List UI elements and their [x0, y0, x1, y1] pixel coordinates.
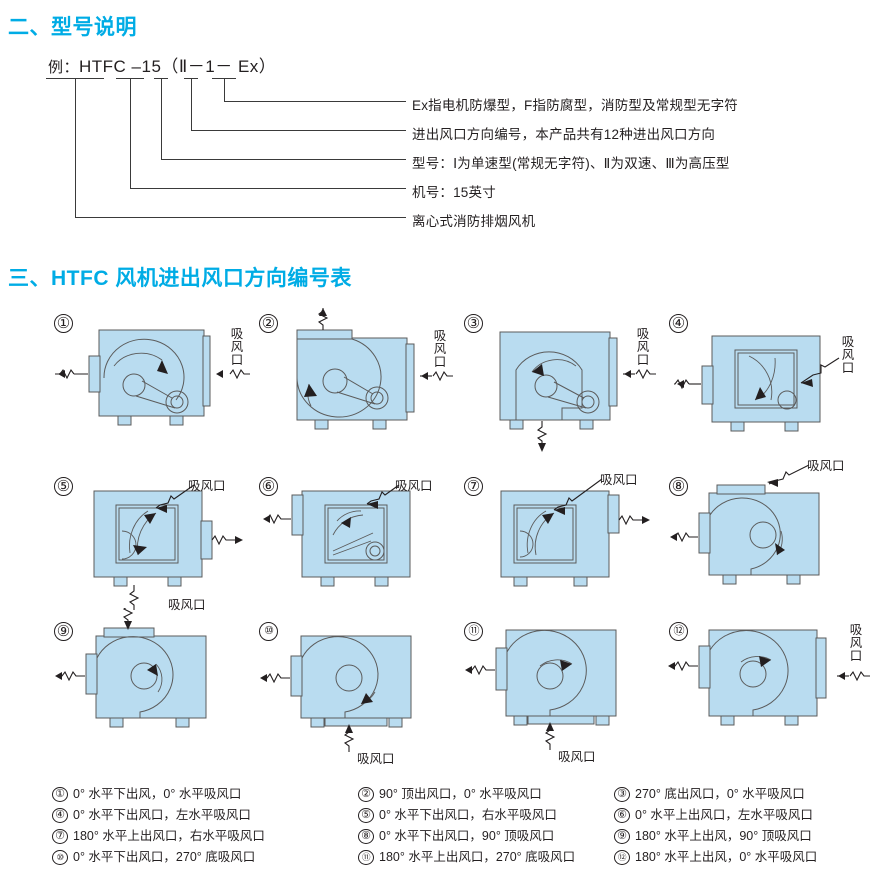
diagram-10: ⑩ 吸风口 [249, 608, 471, 766]
diagram-number-5: ⑤ [54, 477, 73, 496]
diagram-number-4: ④ [669, 314, 688, 333]
inlet-label-1: 吸风口 [230, 327, 244, 367]
diagram-5: ⑤ [44, 463, 266, 618]
diagram-number-7: ⑦ [464, 477, 483, 496]
legend-item: ⑨ 180° 水平上出风，90° 顶吸风口 [614, 826, 817, 847]
example-label: 例： [48, 59, 80, 76]
diagram-1: ① 吸风口 [44, 308, 266, 463]
inlet-label-2: 吸风口 [433, 329, 447, 369]
callout-size: 机号：15英寸 [412, 185, 496, 200]
leader-horizontal-type [161, 159, 406, 160]
diagram-12: ⑫ 吸风口 [659, 608, 881, 763]
legend-text: 90° 顶出风口，0° 水平吸风口 [379, 787, 542, 801]
diagram-2: ② [249, 308, 471, 463]
legend-text: 0° 水平下出风口，右水平吸风口 [379, 808, 557, 822]
leader-vertical-type [161, 78, 162, 159]
leader-vertical-size [130, 78, 131, 188]
diagram-7: ⑦ 吸风口 [454, 463, 676, 618]
inlet-label-3: 吸风口 [636, 327, 650, 367]
legend-item: ⑫ 180° 水平上出风，0° 水平吸风口 [614, 847, 817, 868]
leader-vertical-ex [224, 78, 225, 101]
diagram-number-6: ⑥ [259, 477, 278, 496]
diagram-9: ⑨ 吸风口 [44, 598, 266, 763]
legend-text: 0° 水平下出风口，90° 顶吸风口 [379, 829, 555, 843]
legend-item: ② 90° 顶出风口，0° 水平吸风口 [358, 784, 575, 805]
legend-text: 180° 水平上出风，90° 顶吸风口 [635, 829, 812, 843]
diagram-4: ④ 吸风口 [659, 308, 881, 463]
inlet-label-4: 吸风口 [841, 335, 855, 375]
diagram-number-3: ③ [464, 314, 483, 333]
legend-item: ⑥ 0° 水平上出风口，左水平吸风口 [614, 805, 817, 826]
legend-number: ④ [52, 808, 68, 823]
leader-vertical-dir [191, 78, 192, 130]
legend-number: ⑤ [358, 808, 374, 823]
diagram-11: ⑪ 吸风口 [454, 608, 676, 764]
leader-horizontal-dir [191, 130, 406, 131]
legend-number: ⑩ [52, 850, 68, 865]
diagram-number-9: ⑨ [54, 622, 73, 641]
inlet-label-11: 吸风口 [558, 750, 596, 764]
inlet-label-9: 吸风口 [168, 598, 206, 612]
legend-item: ⑪ 180° 水平上出风口，270° 底吸风口 [358, 847, 575, 868]
diagram-number-2: ② [259, 314, 278, 333]
diagram-number-11: ⑪ [464, 622, 483, 641]
leader-horizontal-ex [224, 101, 406, 102]
inlet-label-7: 吸风口 [600, 473, 638, 487]
diagram-3: ③ [454, 308, 676, 463]
legend-number: ③ [614, 787, 630, 802]
legend-number: ⑥ [614, 808, 630, 823]
callout-dir: 进出风口方向编号，本产品共有12种进出风口方向 [412, 127, 716, 142]
legend-column-2: ② 90° 顶出风口，0° 水平吸风口 ⑤ 0° 水平下出风口，右水平吸风口 ⑧… [358, 784, 575, 868]
example-code: HTFC –15（Ⅱ－1－ Ex） [79, 57, 277, 76]
legend-item: ① 0° 水平下出风，0° 水平吸风口 [52, 784, 265, 805]
inlet-label-6: 吸风口 [395, 479, 433, 493]
legend-text: 180° 水平上出风口，270° 底吸风口 [379, 850, 576, 864]
model-designation-block: 例：HTFC –15（Ⅱ－1－ Ex） Ex指电机防爆型，F指防腐型，消防型及常… [0, 52, 890, 237]
legend-text: 0° 水平下出风，0° 水平吸风口 [73, 787, 242, 801]
leader-horizontal-name [75, 217, 406, 218]
legend-item: ③ 270° 底出风口，0° 水平吸风口 [614, 784, 817, 805]
legend-text: 270° 底出风口，0° 水平吸风口 [635, 787, 805, 801]
legend-number: ① [52, 787, 68, 802]
legend-text: 0° 水平下出风口，左水平吸风口 [73, 808, 251, 822]
legend-column-3: ③ 270° 底出风口，0° 水平吸风口 ⑥ 0° 水平上出风口，左水平吸风口 … [614, 784, 817, 868]
diagram-number-8: ⑧ [669, 477, 688, 496]
legend-number: ⑪ [358, 850, 374, 865]
legend-item: ④ 0° 水平下出风口，左水平吸风口 [52, 805, 265, 826]
legend-number: ⑦ [52, 829, 68, 844]
callout-type: 型号：Ⅰ为单速型(常规无字符)、Ⅱ为双速、Ⅲ为高压型 [412, 156, 730, 171]
legend-item: ⑦ 180° 水平上出风口，右水平吸风口 [52, 826, 265, 847]
legend-number: ⑧ [358, 829, 374, 844]
section-heading-model: 二、型号说明 [8, 16, 137, 39]
leader-vertical-name [75, 78, 76, 217]
leader-horizontal-size [130, 188, 406, 189]
legend-text: 0° 水平上出风口，左水平吸风口 [635, 808, 813, 822]
inlet-label-12: 吸风口 [849, 623, 863, 663]
legend-text: 180° 水平上出风口，右水平吸风口 [73, 829, 265, 843]
legend-item: ⑩ 0° 水平下出风口，270° 底吸风口 [52, 847, 265, 868]
diagram-6: ⑥ [249, 463, 471, 618]
section-heading-directions: 三、HTFC 风机进出风口方向编号表 [8, 267, 352, 290]
inlet-label-8: 吸风口 [807, 459, 845, 473]
legend-number: ⑨ [614, 829, 630, 844]
diagram-number-12: ⑫ [669, 622, 688, 641]
callout-ex: Ex指电机防爆型，F指防腐型，消防型及常规型无字符 [412, 98, 738, 113]
legend-text: 0° 水平下出风口，270° 底吸风口 [73, 850, 256, 864]
model-example-row: 例：HTFC –15（Ⅱ－1－ Ex） [48, 52, 276, 77]
legend-number: ② [358, 787, 374, 802]
legend-text: 180° 水平上出风，0° 水平吸风口 [635, 850, 818, 864]
diagram-number-1: ① [54, 314, 73, 333]
legend-item: ⑧ 0° 水平下出风口，90° 顶吸风口 [358, 826, 575, 847]
legend-item: ⑤ 0° 水平下出风口，右水平吸风口 [358, 805, 575, 826]
legend-number: ⑫ [614, 850, 630, 865]
diagram-number-10: ⑩ [259, 622, 278, 641]
direction-diagram-grid: ① 吸风口 [0, 300, 890, 780]
legend-column-1: ① 0° 水平下出风，0° 水平吸风口 ④ 0° 水平下出风口，左水平吸风口 ⑦… [52, 784, 265, 868]
diagram-8: ⑧ 吸风口 [659, 459, 881, 618]
inlet-label-5: 吸风口 [188, 479, 226, 493]
callout-name: 离心式消防排烟风机 [412, 214, 536, 229]
inlet-label-10: 吸风口 [357, 752, 395, 766]
